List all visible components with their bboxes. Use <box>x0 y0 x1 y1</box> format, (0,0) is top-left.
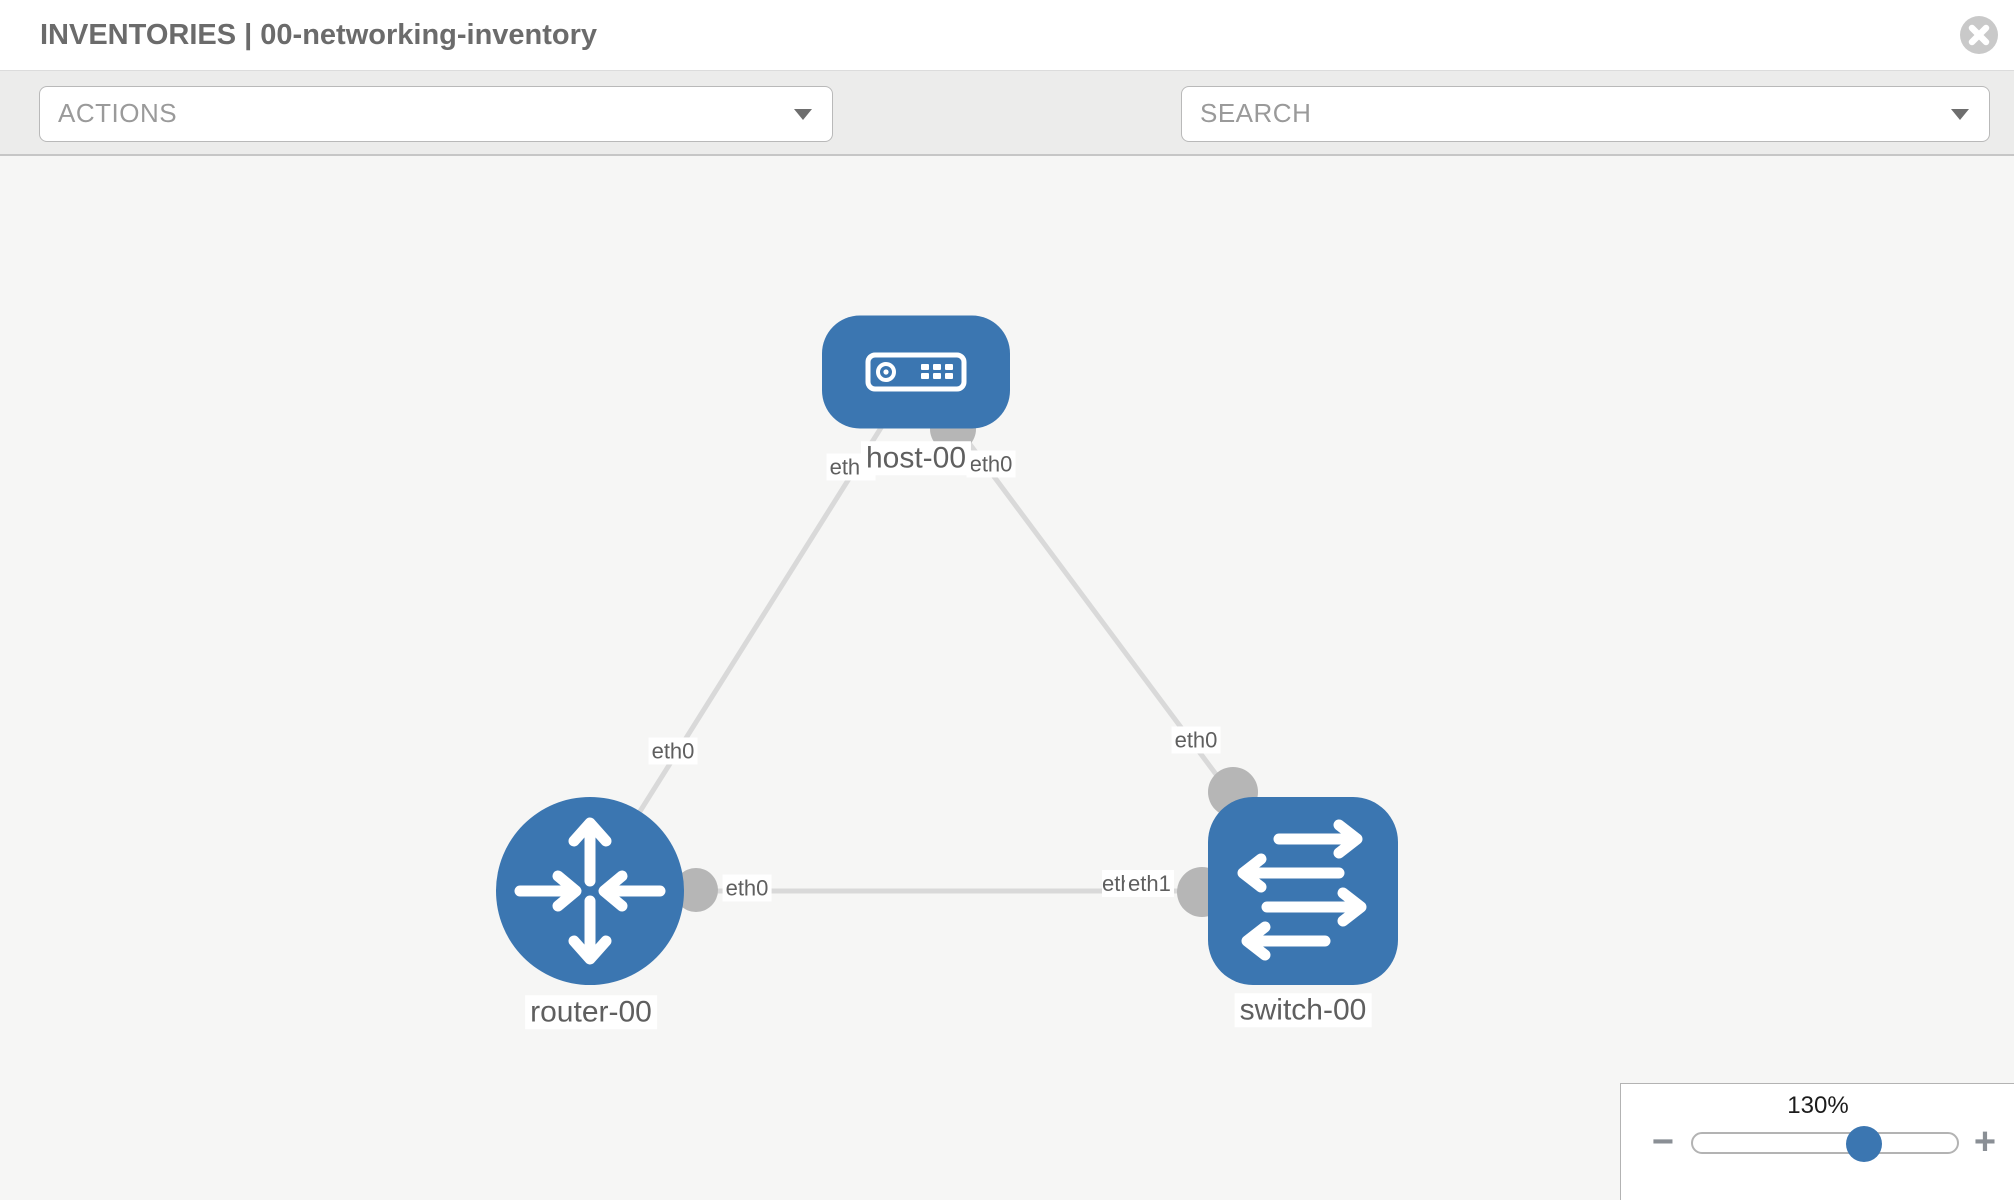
node-router-00[interactable] <box>496 797 684 985</box>
zoom-in-button[interactable]: + <box>1973 1121 1997 1163</box>
zoom-slider-handle[interactable] <box>1845 1126 1882 1162</box>
zoom-slider[interactable] <box>1691 1132 1959 1154</box>
close-button[interactable] <box>1960 16 1998 54</box>
chevron-down-icon <box>794 109 812 120</box>
node-host-00[interactable] <box>822 315 1010 429</box>
zoom-percent-label: 130% <box>1787 1092 1849 1119</box>
actions-dropdown-label: ACTIONS <box>58 98 178 128</box>
port-dot <box>674 868 718 912</box>
zoom-panel: 130% − + <box>1620 1083 2014 1200</box>
host-icon <box>865 352 967 392</box>
actions-dropdown[interactable]: ACTIONS <box>39 86 833 142</box>
header: INVENTORIES | 00-networking-inventory <box>0 0 2014 70</box>
toolbar: ACTIONS SEARCH <box>0 70 2014 209</box>
search-dropdown-label: SEARCH <box>1200 98 1312 128</box>
page-title: INVENTORIES | 00-networking-inventory <box>40 19 598 51</box>
chevron-down-icon <box>1951 109 1969 120</box>
topology-canvas[interactable]: eth0eth0eth0eth0eth0eth1eth1host-00route… <box>0 156 2014 1200</box>
search-dropdown[interactable]: SEARCH <box>1181 86 1990 142</box>
switch-icon <box>1237 819 1367 961</box>
close-icon <box>1968 24 1990 46</box>
zoom-out-button[interactable]: − <box>1651 1121 1675 1163</box>
topology-svg <box>496 315 1398 985</box>
node-switch-00[interactable] <box>1208 797 1398 985</box>
router-icon <box>514 817 666 965</box>
